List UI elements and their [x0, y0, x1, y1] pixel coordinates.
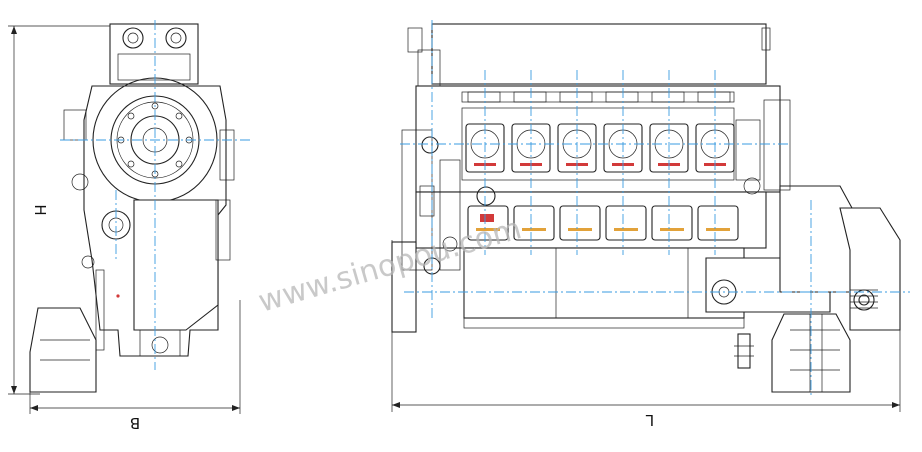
height-label: H [31, 204, 49, 215]
side-view: L [391, 20, 910, 429]
front-view: H B [8, 20, 250, 432]
height-dimension: H [8, 25, 110, 395]
crankcase-doors [467, 205, 739, 241]
width-label: B [130, 414, 140, 432]
length-label: L [645, 411, 654, 429]
width-dimension: B [29, 300, 241, 432]
